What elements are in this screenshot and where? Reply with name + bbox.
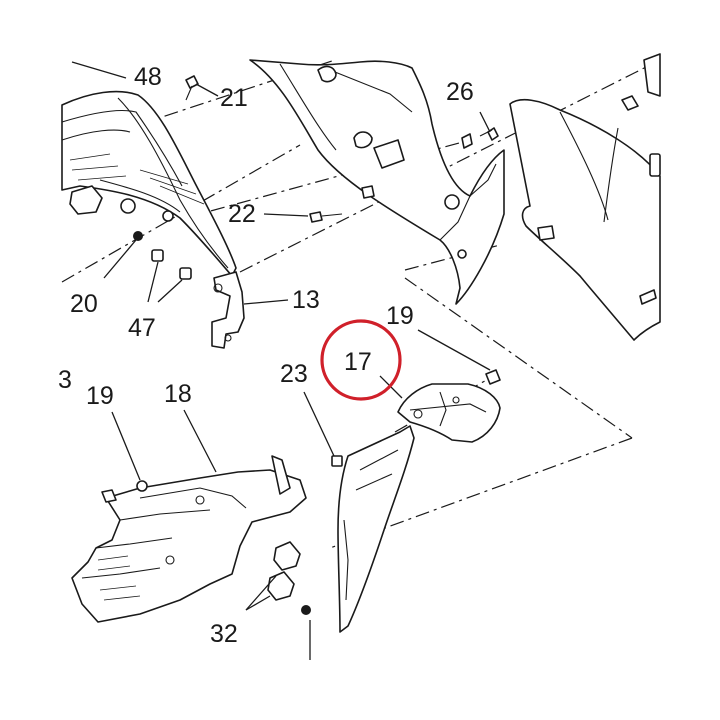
inner-fairing-panel xyxy=(249,59,505,305)
rubber-pads-32 xyxy=(267,541,311,615)
callout-20: 20 xyxy=(70,290,98,318)
callout-26: 26 xyxy=(446,78,474,106)
callout-19-left: 19 xyxy=(86,382,114,410)
bracket-part-17 xyxy=(397,369,501,443)
hardware-small-parts xyxy=(133,75,343,280)
callout-3: 3 xyxy=(58,366,72,394)
callout-23: 23 xyxy=(280,360,308,388)
bracket-part-13 xyxy=(211,271,245,349)
callout-32: 32 xyxy=(210,620,238,648)
leader-lines xyxy=(71,61,491,660)
headlight-fairing-part xyxy=(61,90,237,277)
callout-47: 47 xyxy=(128,314,156,342)
callout-19-top: 19 xyxy=(386,302,414,330)
callout-21: 21 xyxy=(220,84,248,112)
callout-22: 22 xyxy=(228,200,256,228)
callout-18: 18 xyxy=(164,380,192,408)
callout-labels: 48 21 26 22 20 47 13 19 17 3 19 18 23 32 xyxy=(58,63,474,648)
callout-48: 48 xyxy=(134,63,162,91)
side-panel-right xyxy=(509,53,661,341)
bracket-part-18 xyxy=(71,455,307,623)
callout-17: 17 xyxy=(344,348,372,376)
highlight-circle xyxy=(320,319,402,401)
callout-13: 13 xyxy=(292,286,320,314)
long-cover-panel xyxy=(331,425,415,633)
